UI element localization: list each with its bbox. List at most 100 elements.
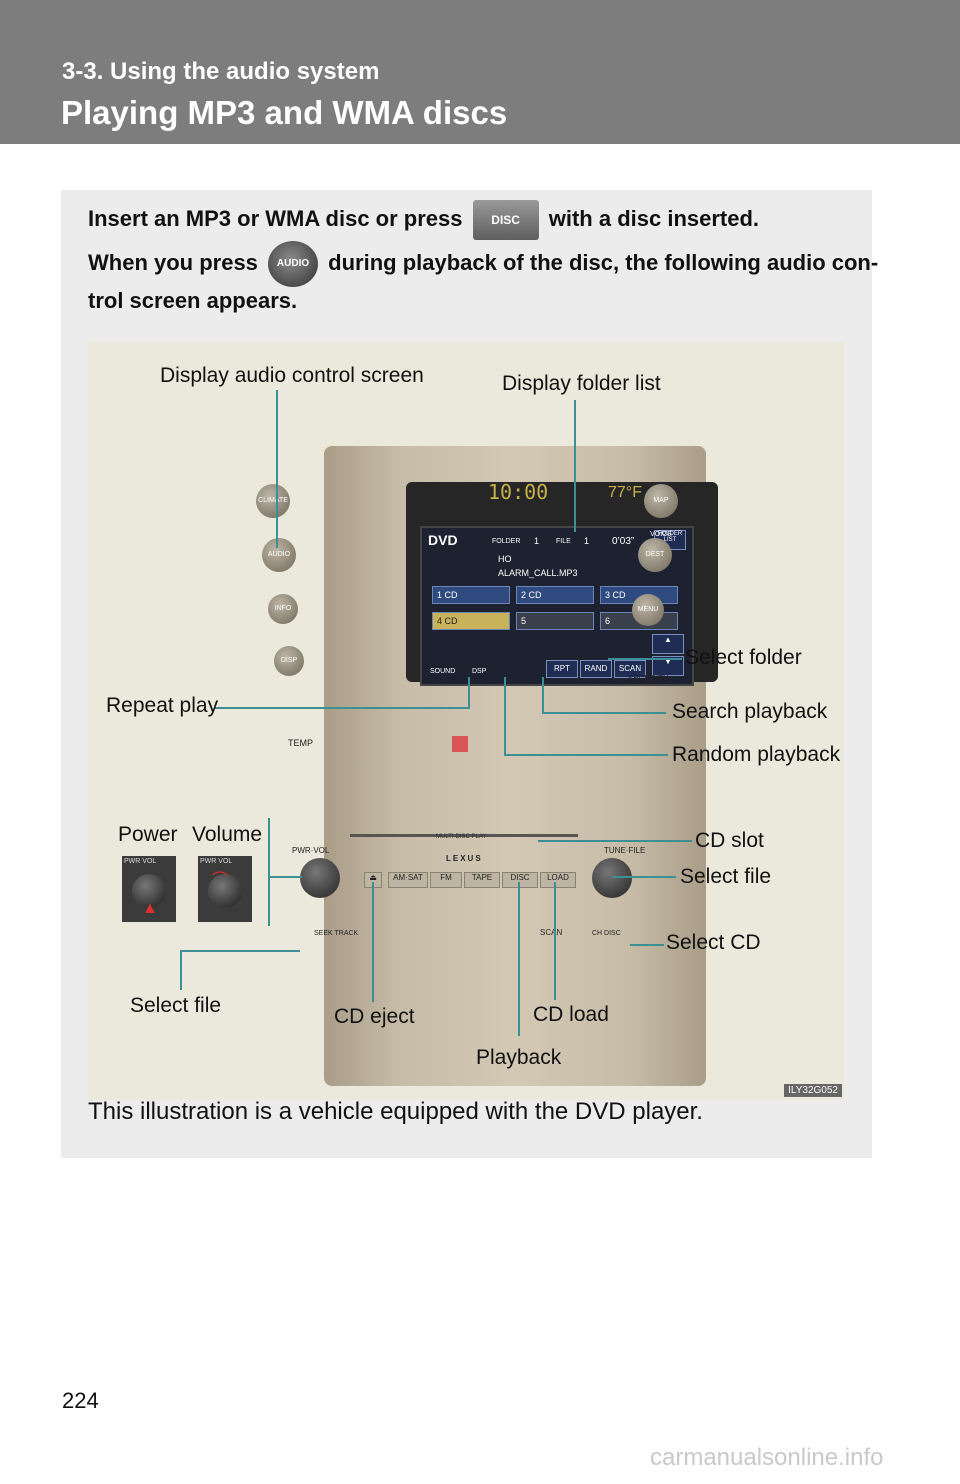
page-title: Playing MP3 and WMA discs	[61, 94, 508, 131]
label-search-playback: Search playback	[672, 700, 828, 723]
dsp-key[interactable]: DSP	[472, 668, 487, 675]
scan-label: SCAN	[540, 928, 563, 937]
screen-file-num: 1	[584, 536, 590, 546]
audio-knob[interactable]: AUDIO	[262, 538, 296, 572]
figure-id: ILY32G052	[784, 1084, 842, 1097]
cd-slot-1-key[interactable]: 1 CD	[432, 586, 510, 604]
disp-knob[interactable]: DISP	[274, 646, 304, 676]
label-power: Power	[118, 823, 178, 846]
label-random-playback: Random playback	[672, 743, 841, 766]
callout-line-select-file-left	[180, 950, 300, 952]
tune-file-label: TUNE·FILE	[604, 846, 646, 855]
callout-line-repeat-v	[468, 677, 470, 709]
callout-line-search-v	[542, 677, 544, 714]
callout-line-search	[542, 712, 666, 714]
callout-line-random	[504, 754, 668, 756]
seek-track-label: SEEK TRACK	[314, 930, 359, 937]
callout-line-display-folder	[574, 400, 576, 532]
folder-up-button[interactable]: ▲	[652, 634, 684, 654]
header-bar: 3-3. Using the audio system Playing MP3 …	[0, 0, 960, 144]
screen-file-label: FILE	[556, 538, 571, 545]
scan-button[interactable]: SCAN	[614, 660, 646, 678]
info-knob[interactable]: INFO	[268, 594, 298, 624]
volume-inset-image: PWR VOL ⌒	[198, 856, 252, 922]
callout-line-cd-load	[554, 882, 556, 1000]
tune-file-knob[interactable]	[592, 858, 632, 898]
brand-logo: LEXUS	[446, 854, 483, 863]
label-cd-eject: CD eject	[334, 1005, 415, 1028]
power-volume-knob[interactable]	[300, 858, 340, 898]
callout-line-volume	[268, 818, 270, 926]
repeat-button[interactable]: RPT	[546, 660, 578, 678]
disc-button-icon: DISC	[472, 200, 539, 240]
menu-knob[interactable]: MENU	[632, 594, 664, 626]
callout-line-playback	[518, 882, 520, 1036]
screen-folder-name: HO	[498, 554, 512, 564]
callout-line-select-file-left-v	[180, 950, 182, 990]
callout-line-volume-h	[268, 876, 302, 878]
rotate-arrow-icon: ⌒	[212, 872, 229, 889]
screen-folder-label: FOLDER	[492, 538, 521, 545]
figure-caption: This illustration is a vehicle equipped …	[88, 1098, 703, 1125]
screen-time: 0’03”	[612, 536, 635, 547]
intro-line-2: When you press AUDIO during playback of …	[88, 241, 878, 287]
audio-panel-illustration: 10:00 77°F DVD FOLDER 1 FILE 1 0’03” FOL…	[88, 342, 844, 1100]
callout-line-display-audio	[276, 390, 278, 548]
page-number: 224	[62, 1388, 99, 1413]
watermark: carmanualsonline.info	[650, 1444, 884, 1471]
callout-line-repeat	[214, 707, 470, 709]
screen-file-name: ALARM_CALL.MP3	[498, 568, 578, 578]
callout-line-select-file-right	[612, 876, 676, 878]
intro-text-1a: Insert an MP3 or WMA disc or press	[88, 205, 463, 231]
label-select-file-right: Select file	[680, 865, 772, 888]
callout-line-cd-slot	[538, 840, 692, 842]
label-playback: Playback	[476, 1046, 562, 1069]
section-title: 3-3. Using the audio system	[62, 58, 380, 85]
intro-line-3: trol screen appears.	[88, 288, 298, 313]
sound-key[interactable]: SOUND	[430, 668, 456, 675]
intro-text-1b: with a disc inserted.	[548, 205, 760, 231]
label-cd-slot: CD slot	[695, 829, 764, 852]
security-label: SECURITY	[628, 674, 669, 683]
outside-temp: 77°F	[608, 484, 642, 501]
tape-button[interactable]: TAPE	[464, 872, 500, 888]
power-inset-label: PWR VOL	[124, 858, 157, 865]
intro-text-2b: during playback of the disc, the followi…	[328, 249, 879, 275]
volume-knob-image	[208, 874, 242, 908]
ch-disc-label: CH DISC	[592, 930, 621, 937]
label-cd-load: CD load	[533, 1003, 609, 1026]
label-display-audio-control-screen: Display audio control screen	[160, 364, 424, 387]
screen-folder-num: 1	[534, 536, 540, 546]
cd-slot-5-key[interactable]: 5	[516, 612, 594, 630]
label-display-folder-list: Display folder list	[502, 372, 661, 395]
folder-down-button[interactable]: ▼	[652, 656, 684, 676]
screen-source: DVD	[428, 532, 458, 548]
power-knob-image	[132, 874, 166, 908]
temp-label: TEMP	[288, 738, 314, 748]
label-select-folder: Select folder	[685, 646, 802, 669]
power-inset-image: PWR VOL ▲	[122, 856, 176, 922]
climate-knob[interactable]: CLIMATE	[256, 484, 290, 518]
audio-button-icon: AUDIO	[268, 241, 319, 287]
dest-knob[interactable]: DEST	[638, 538, 672, 572]
clock-readout: 10:00	[488, 480, 549, 504]
random-button[interactable]: RAND	[580, 660, 612, 678]
cd-slot-4-key[interactable]: 4 CD	[432, 612, 510, 630]
label-select-file-left: Select file	[130, 994, 222, 1017]
callout-line-random-v	[504, 677, 506, 756]
push-arrow-icon: ▲	[142, 900, 158, 917]
label-select-cd: Select CD	[666, 931, 761, 954]
amsat-button[interactable]: AM·SAT	[388, 872, 428, 888]
volume-inset-label: PWR VOL	[200, 858, 233, 865]
load-button[interactable]: LOAD	[540, 872, 576, 888]
cd-slot	[350, 834, 578, 837]
callout-line-select-cd	[630, 944, 664, 946]
cd-slot-2-key[interactable]: 2 CD	[516, 586, 594, 604]
fm-button[interactable]: FM	[430, 872, 462, 888]
label-volume: Volume	[192, 823, 263, 846]
hazard-button[interactable]	[452, 736, 468, 752]
disc-button[interactable]: DISC	[502, 872, 538, 888]
multi-disc-label: MULTI-DISC PLAY	[436, 834, 487, 840]
map-knob[interactable]: MAP VOICE	[644, 484, 678, 538]
intro-text-2a: When you press	[88, 249, 258, 275]
